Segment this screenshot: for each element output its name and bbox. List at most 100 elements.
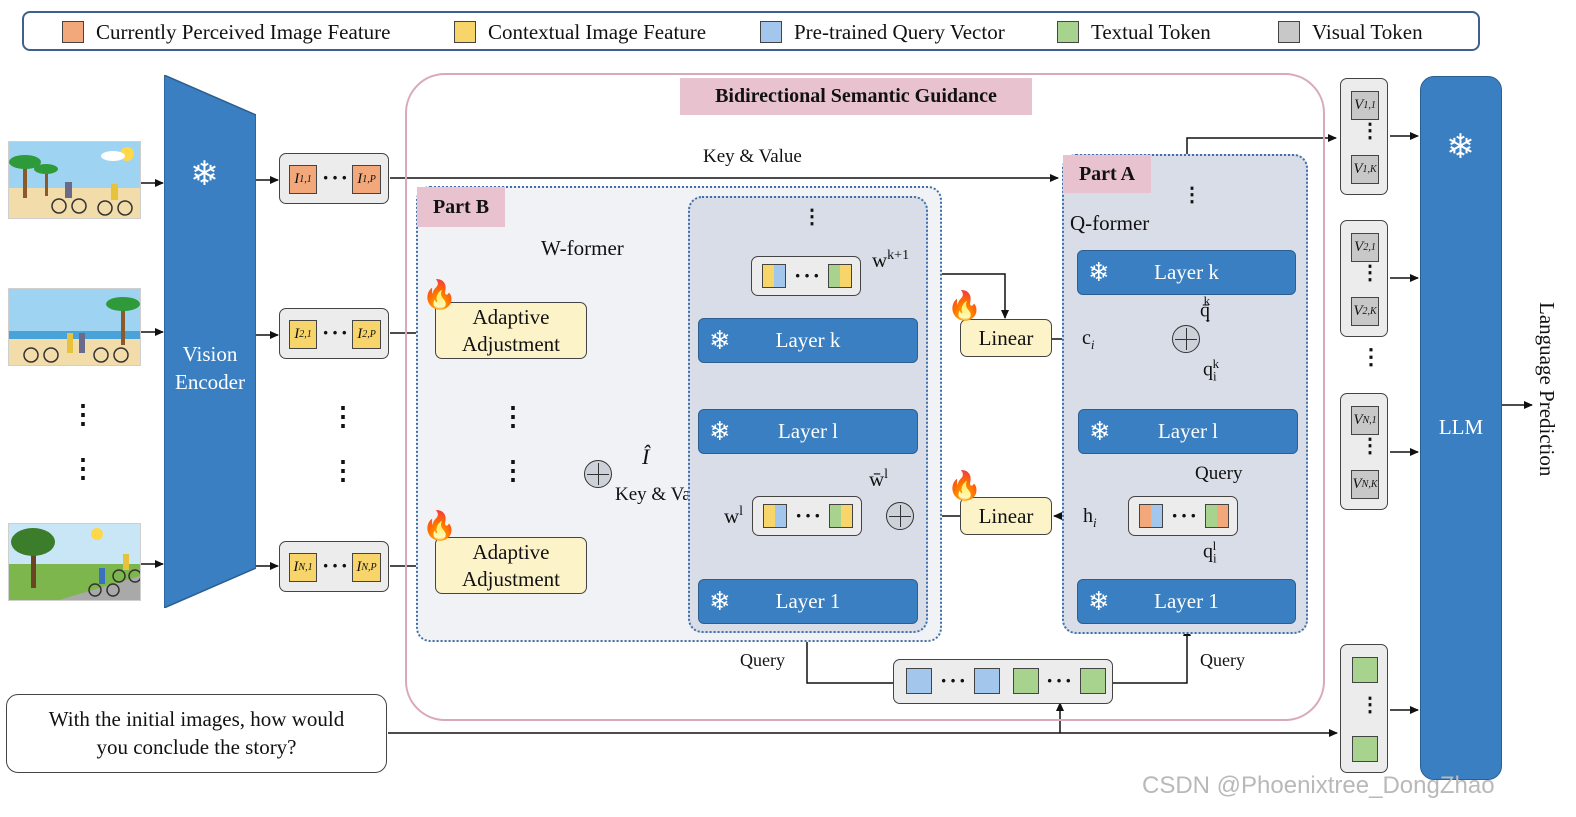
token-subscript: 2,1 bbox=[299, 329, 312, 340]
token-ellipsis: ··· bbox=[1046, 668, 1075, 693]
token-letter: V bbox=[1352, 476, 1362, 492]
q-former-title: Q-former bbox=[1070, 211, 1150, 235]
legend-label: Pre-trained Query Vector bbox=[794, 19, 1005, 44]
textual-token bbox=[1013, 668, 1039, 694]
w-l-label: wl bbox=[724, 504, 743, 529]
trainable-fire-icon: 🔥 bbox=[947, 469, 982, 502]
token-letter: V bbox=[1353, 303, 1363, 319]
legend-item-contextual: Contextual Image Feature bbox=[454, 19, 707, 44]
w-former-title: W-former bbox=[541, 236, 624, 260]
token-subscript: 2,K bbox=[1362, 306, 1377, 317]
token-ellipsis: ··· bbox=[322, 165, 351, 190]
layer-label: Layer k bbox=[1154, 260, 1219, 284]
legend-swatch bbox=[760, 21, 782, 43]
i-hat-label: Î bbox=[642, 444, 650, 469]
key-value-label-top: Key & Value bbox=[703, 146, 802, 167]
query-and-text-token-bar: ··· ··· bbox=[893, 659, 1113, 704]
token-ellipsis: ⋮ bbox=[1360, 120, 1380, 142]
query-token bbox=[1139, 504, 1163, 528]
math-subscript: i bbox=[1213, 368, 1217, 384]
input-image-1 bbox=[8, 141, 141, 219]
token-letter: V bbox=[1353, 412, 1363, 428]
frozen-snowflake-icon: ❄ bbox=[1088, 586, 1110, 617]
token-subscript: N,P bbox=[361, 562, 377, 573]
sum-operator-icon bbox=[1172, 325, 1200, 353]
token-subscript: 1,1 bbox=[1363, 100, 1376, 111]
token-ellipsis: ··· bbox=[794, 263, 823, 288]
h-i-label: hi bbox=[1083, 505, 1097, 531]
textual-token bbox=[1080, 668, 1106, 694]
weighted-token bbox=[762, 264, 786, 288]
math-superscript: k bbox=[1203, 293, 1211, 308]
prompt-line: With the initial images, how would bbox=[48, 707, 345, 731]
token-ellipsis: ··· bbox=[940, 668, 969, 693]
q-l-label: qil bbox=[1203, 538, 1220, 567]
legend-label: Contextual Image Feature bbox=[488, 19, 707, 44]
math-base: c bbox=[1082, 327, 1091, 349]
token-ellipsis: ⋮ bbox=[1360, 694, 1380, 716]
frozen-snowflake-icon: ❄ bbox=[1446, 127, 1475, 167]
visual-columns-ellipsis: ⋮ bbox=[1360, 344, 1382, 369]
token-letter: I bbox=[357, 326, 363, 342]
linear-projection-top: Linear bbox=[960, 319, 1052, 357]
query-token bbox=[1205, 504, 1229, 528]
w-former-ellipsis: ⋮ bbox=[802, 206, 822, 228]
token-subscript: 1,1 bbox=[299, 174, 312, 185]
token-subscript: 2,1 bbox=[1363, 242, 1376, 253]
w-former-layer-l: ❄ Layer l bbox=[698, 409, 918, 454]
math-base: w bbox=[872, 248, 888, 272]
token-ellipsis: ⋮ bbox=[1360, 435, 1380, 457]
q-former-layer-l: ❄ Layer l bbox=[1078, 409, 1298, 454]
legend-label: Currently Perceived Image Feature bbox=[96, 19, 391, 44]
vision-encoder-label: Vision Encoder bbox=[164, 340, 256, 396]
adjust-ellipsis: ⋮ bbox=[500, 458, 526, 484]
w-k1-token-row: ··· bbox=[751, 256, 861, 296]
math-base: w̄ bbox=[869, 467, 885, 491]
w-former-layer-1: ❄ Layer 1 bbox=[698, 579, 918, 624]
input-image-3 bbox=[8, 523, 141, 601]
legend-item-perceived: Currently Perceived Image Feature bbox=[62, 19, 391, 44]
part-a-panel bbox=[1062, 154, 1308, 634]
instruction-prompt-box: With the initial images, how would you c… bbox=[6, 694, 387, 773]
prompt-line: you conclude the story? bbox=[96, 735, 297, 759]
c-i-label: ci bbox=[1082, 327, 1095, 353]
frozen-snowflake-icon: ❄ bbox=[1088, 257, 1110, 288]
math-superscript: l bbox=[739, 504, 744, 519]
llm-block bbox=[1420, 76, 1502, 780]
q-former-layer-1: ❄ Layer 1 bbox=[1077, 579, 1296, 624]
adjust-ellipsis: ⋮ bbox=[500, 404, 526, 430]
tokens-ellipsis: ⋮ bbox=[330, 456, 356, 485]
adjust-label-line: Adjustment bbox=[462, 331, 560, 356]
park-cyclists-illustration bbox=[9, 524, 140, 600]
legend-label: Visual Token bbox=[1312, 19, 1423, 44]
legend-item-visual-token: Visual Token bbox=[1278, 19, 1423, 44]
math-superscript: l bbox=[1212, 538, 1217, 553]
token-letter: V bbox=[1354, 97, 1364, 113]
legend-swatch bbox=[62, 21, 84, 43]
legend-item-textual-token: Textual Token bbox=[1057, 20, 1211, 44]
token-ellipsis: ··· bbox=[1171, 503, 1200, 528]
vision-encoder-block bbox=[164, 75, 256, 608]
math-base: w bbox=[724, 504, 740, 528]
textual-token bbox=[1352, 736, 1378, 762]
math-base: q bbox=[1203, 358, 1213, 381]
text-token-column: ⋮ bbox=[1340, 644, 1388, 773]
frozen-snowflake-icon: ❄ bbox=[1089, 416, 1111, 447]
part-b-tag: Part B bbox=[417, 187, 505, 227]
bidirectional-semantic-guidance-region bbox=[405, 73, 1325, 721]
weighted-token bbox=[829, 504, 853, 528]
images-ellipsis: ⋮ bbox=[70, 454, 96, 483]
images-ellipsis: ⋮ bbox=[70, 400, 96, 429]
legend: Currently Perceived Image Feature Contex… bbox=[22, 11, 1480, 51]
